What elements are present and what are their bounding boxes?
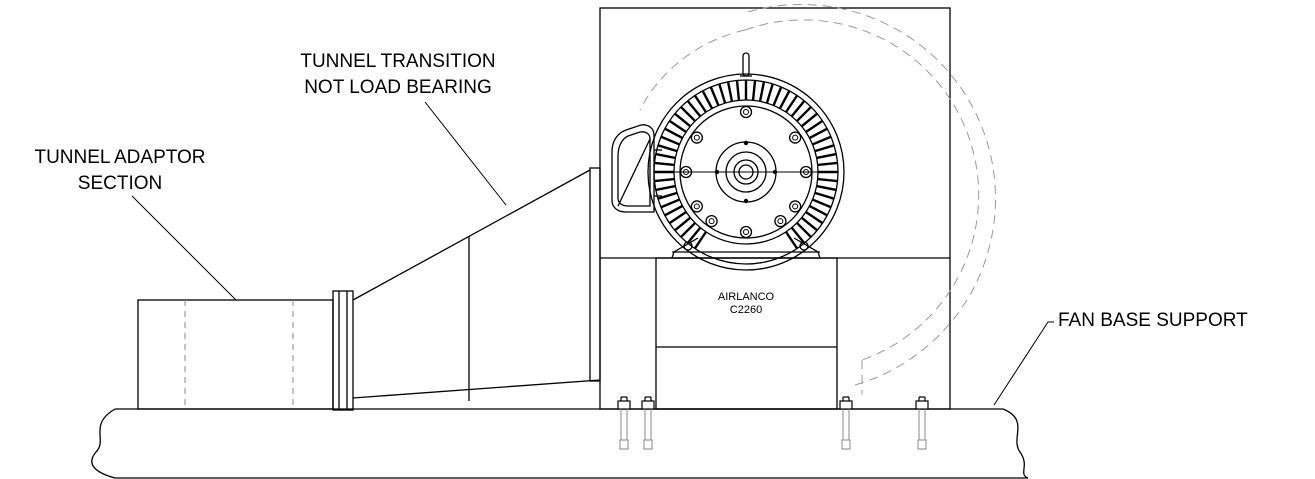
cooling-fin [816,184,837,192]
flange [332,290,354,411]
cooling-fin [668,211,687,225]
cooling-fin [812,198,832,209]
cooling-fin [674,112,692,128]
cooling-fin [735,80,741,101]
cooling-fin [772,86,783,106]
cooling-fin [816,152,837,160]
cooling-fin [785,231,799,250]
plate-line-2: C2260 [730,304,762,316]
end-bolt-center [693,134,700,141]
cooling-fin [655,152,676,160]
end-bolt [705,214,718,228]
end-bolt [788,131,802,144]
anchor-nut [839,400,853,410]
cooling-fin [726,81,734,102]
cooling-fin [657,144,678,153]
end-bolt [739,225,753,239]
cooling-fin [660,135,680,146]
tunnel-adaptor-section [137,299,334,410]
anchor-nut [641,400,655,410]
end-bolt [690,131,704,144]
anchor-bolts [617,396,929,450]
cooling-fin [817,177,838,183]
label-tunnel-transition-1: TUNNEL TRANSITION [300,51,495,72]
cooling-fin [655,184,676,192]
cooling-fin [674,216,692,232]
anchor-washer [917,439,927,450]
cooling-fin [718,83,727,104]
cooling-fin [680,106,696,122]
cooling-fin [800,216,818,232]
cooling-fin [765,83,774,104]
anchor-bolt [641,396,655,450]
end-bolt [774,214,787,228]
anchor-bolt [915,396,929,450]
leader-lines [131,101,1054,406]
cooling-fin [790,226,806,244]
cooling-fin [680,222,696,238]
cooling-fin [668,119,687,133]
motor-cooling-fins [654,80,838,250]
eyebolt [740,52,752,77]
anchor-washer [841,439,851,450]
anchor-nut [617,400,631,410]
fan-housing [599,7,951,410]
fan-wheel-hidden-lines [639,4,997,395]
fan-base-support-beam [91,408,1029,479]
cooling-fin [812,135,832,146]
cooling-fin [664,204,684,217]
cooling-fin [654,161,675,167]
tunnel-transition [352,167,601,401]
end-bolt-center [708,218,715,225]
end-bolt [788,200,802,213]
cooling-fin [693,94,707,113]
cooling-fin [686,100,702,118]
cooling-fin [664,127,684,140]
cooling-fin [751,80,757,101]
motor-feet [671,237,821,259]
end-bolt-center [792,134,799,141]
cooling-fin [814,144,835,153]
cooling-fin [693,231,707,250]
cooling-fin [686,226,702,244]
anchor-washer [619,439,629,450]
cooling-fin [817,161,838,167]
cooling-fin [657,191,678,200]
cooling-fin [800,112,818,128]
anchor-washer [643,439,653,450]
cooling-fin [796,222,812,238]
cooling-fin [660,198,680,209]
cooling-fin [808,127,828,140]
cooling-fin [778,90,791,110]
label-tunnel-adaptor-2: SECTION [78,173,162,194]
cooling-fin [805,211,824,225]
motor [647,52,845,271]
anchor-bolt [617,396,631,450]
cooling-fin [785,94,799,113]
end-bolt-center [777,218,784,225]
cooling-fin [808,204,828,217]
end-bolt-center [792,203,799,210]
end-bolt [739,105,753,119]
label-tunnel-transition-2: NOT LOAD BEARING [304,77,492,98]
end-bolt [690,200,704,213]
plate-line-1: AIRLANCO [718,291,775,303]
label-tunnel-adaptor-1: TUNNEL ADAPTOR [34,147,205,168]
cooling-fin [758,81,766,102]
end-bolt-center [743,229,749,235]
cooling-fin [796,106,812,122]
end-bolt-center [693,203,700,210]
terminal-box [611,124,662,213]
cooling-fin [814,191,835,200]
cooling-fin [790,100,806,118]
cooling-fin [805,119,824,133]
anchor-nut [915,400,929,410]
end-bolt-center [743,109,749,115]
anchor-bolt [839,396,853,450]
cooling-fin [701,90,714,110]
label-fan-base-support: FAN BASE SUPPORT [1058,310,1248,331]
cooling-fin [654,177,675,183]
cooling-fin [709,86,720,106]
